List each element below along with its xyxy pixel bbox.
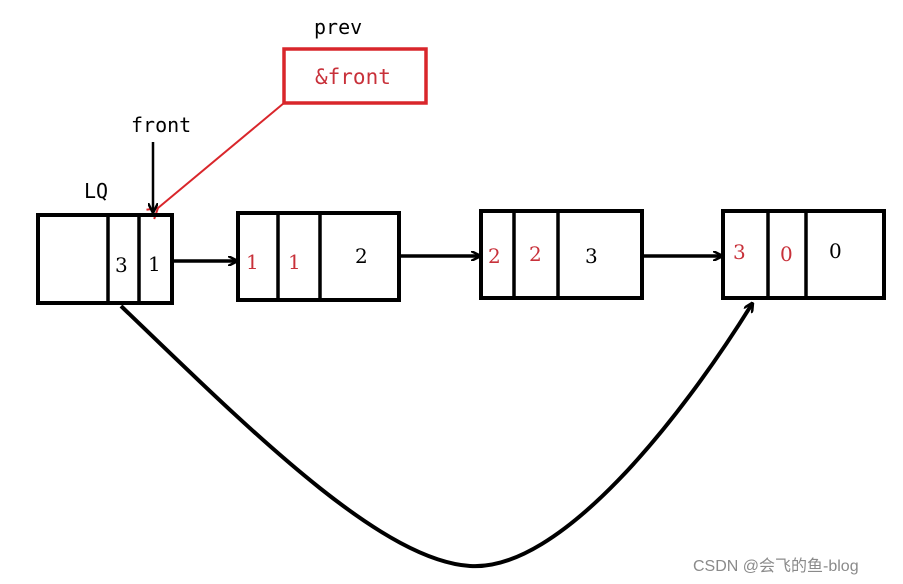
- node-cell-red: 2: [529, 242, 542, 266]
- lq-node: 3 1: [36, 213, 174, 305]
- lq-rear-value: 3: [115, 253, 128, 277]
- node-cell-red: 1: [288, 250, 301, 274]
- list-node: 1 1 2: [236, 211, 401, 302]
- node-cell: 2: [355, 244, 368, 268]
- node-cell-red: 0: [780, 242, 793, 266]
- watermark-text: CSDN @会飞的鱼-blog: [693, 557, 859, 575]
- node-cell: 3: [585, 244, 598, 268]
- front-label: front: [131, 113, 191, 137]
- lq-front-value: 1: [148, 252, 161, 276]
- node-cell-red: 3: [733, 240, 746, 264]
- prev-value-box: [282, 47, 428, 105]
- list-node: 2 2 3: [479, 209, 644, 300]
- list-node: 3 0 0: [721, 209, 886, 300]
- rear-pointer-curve: [119, 304, 752, 569]
- prev-label: prev: [314, 15, 362, 39]
- prev-value-text: &front: [315, 65, 391, 89]
- node-cell: 0: [829, 239, 842, 263]
- node-cell-red: 1: [246, 250, 259, 274]
- lq-label: LQ: [84, 179, 108, 203]
- node-cell-red: 2: [488, 244, 501, 268]
- prev-pointer-arrow: [146, 102, 285, 220]
